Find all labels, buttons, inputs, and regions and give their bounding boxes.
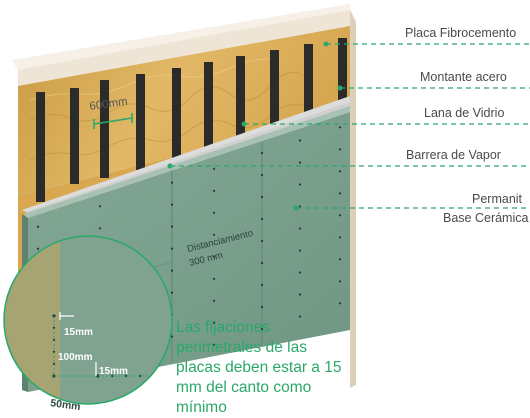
screw-dot	[299, 183, 301, 185]
steel-stud	[172, 68, 181, 162]
screw-dot	[171, 182, 173, 184]
steel-stud	[100, 80, 109, 178]
label-barrera-de-vapor: Barrera de Vapor	[406, 148, 501, 162]
detail-100mm: 100mm	[58, 352, 93, 363]
screw-dot	[339, 280, 341, 282]
detail-15mm-top: 15mm	[64, 327, 93, 338]
screw-dot	[213, 212, 215, 214]
screw-dot	[261, 218, 263, 220]
screw-dot	[299, 271, 301, 273]
steel-stud	[36, 92, 45, 202]
screw-dot	[171, 226, 173, 228]
screw-dot	[339, 192, 341, 194]
screw-dot	[299, 139, 301, 141]
screw-dot	[339, 302, 341, 304]
screw-dot	[261, 152, 263, 154]
screw-dot	[299, 161, 301, 163]
screw-dot	[37, 248, 39, 250]
detail-15mm-bottom: 15mm	[99, 366, 128, 377]
screw-dot	[299, 293, 301, 295]
screw-dot	[261, 174, 263, 176]
fixing-note: Las fijaciones perimetrales de las placa…	[176, 318, 356, 418]
label-lana-de-vidrio: Lana de Vidrio	[424, 106, 504, 120]
screw-dot	[261, 262, 263, 264]
screw-dot	[171, 204, 173, 206]
screw-dot	[213, 278, 215, 280]
screw-dot	[339, 148, 341, 150]
screw-dot	[213, 234, 215, 236]
screw-dot	[99, 205, 101, 207]
label-base-ceramica: Base Cerámica	[443, 211, 528, 225]
label-placa-fibrocemento: Placa Fibrocemento	[405, 26, 516, 40]
screw-dot	[339, 236, 341, 238]
steel-stud	[204, 62, 213, 156]
screw-dot	[213, 300, 215, 302]
screw-dot	[299, 227, 301, 229]
screw-dot	[213, 168, 215, 170]
screw-dot	[339, 214, 341, 216]
label-permanit: Permanit	[472, 192, 522, 206]
screw-dot	[299, 249, 301, 251]
screw-dot	[261, 196, 263, 198]
screw-dot	[339, 170, 341, 172]
label-montante-acero: Montante acero	[420, 70, 507, 84]
screw-dot	[171, 270, 173, 272]
screw-dot	[261, 306, 263, 308]
screw-dot	[171, 292, 173, 294]
screw-dot	[261, 240, 263, 242]
screw-dot	[213, 190, 215, 192]
screw-dot	[339, 126, 341, 128]
screw-dot	[37, 226, 39, 228]
screw-dot	[99, 227, 101, 229]
screw-dot	[261, 284, 263, 286]
screw-dot	[339, 258, 341, 260]
steel-stud	[70, 88, 79, 184]
screw-dot	[299, 205, 301, 207]
screw-dot	[171, 248, 173, 250]
steel-stud	[136, 74, 145, 170]
